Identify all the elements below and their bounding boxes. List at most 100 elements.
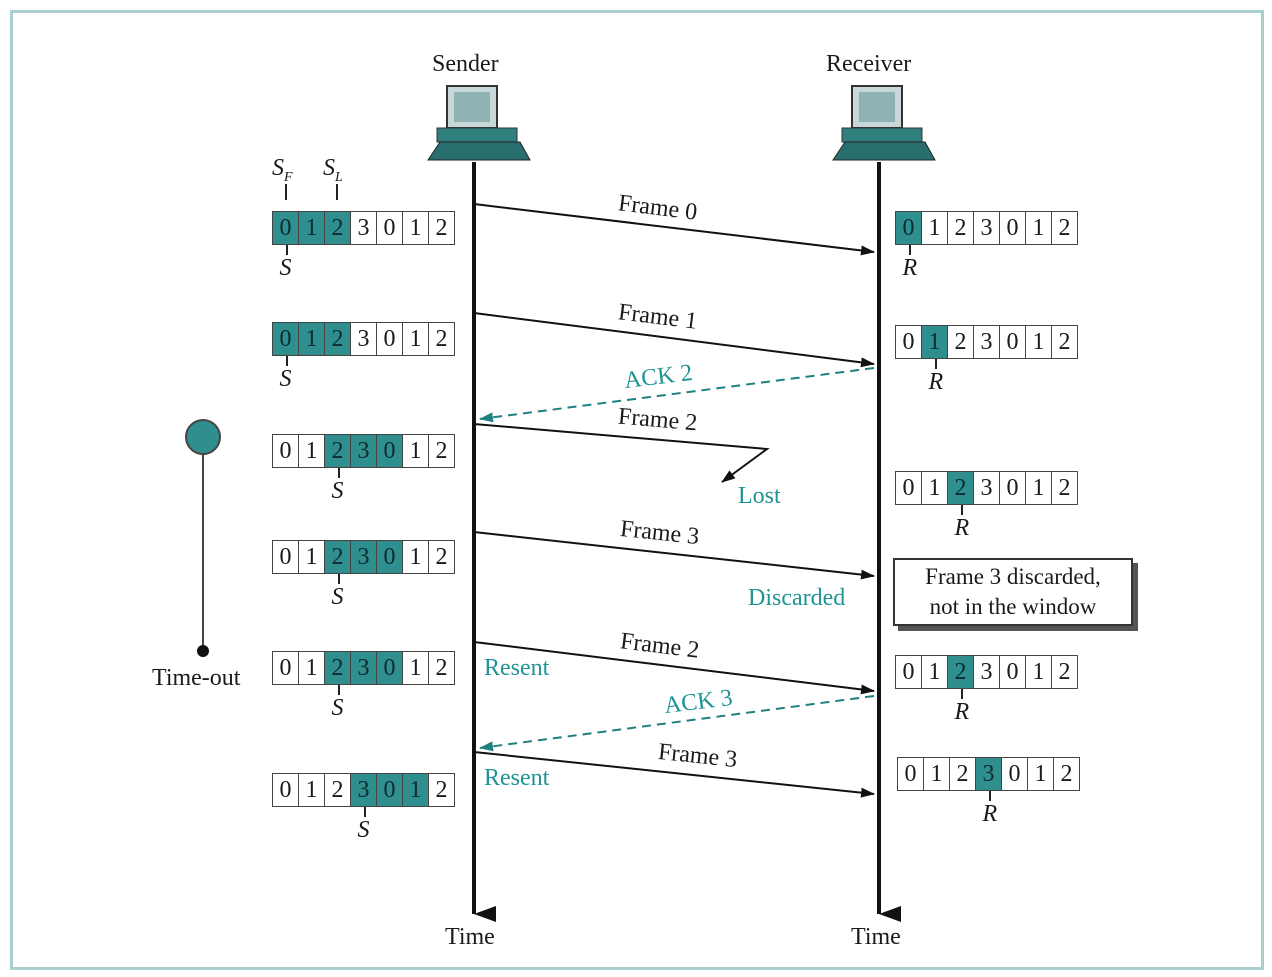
sender-window-cell: 1 <box>298 651 325 685</box>
sender-window-cell: 0 <box>272 322 299 356</box>
lost-label: Lost <box>738 484 781 508</box>
sender-window-cell: 0 <box>272 651 299 685</box>
receiver-pointer-label: R <box>955 700 970 724</box>
sender-pointer-label: S <box>280 256 292 280</box>
receiver-window-cell: 1 <box>921 211 948 245</box>
sender-window-cell: 3 <box>350 540 377 574</box>
sender-window-cell: 1 <box>298 322 325 356</box>
receiver-window-cell: 1 <box>921 471 948 505</box>
sender-window-cell: 3 <box>350 211 377 245</box>
sf-marker: SF <box>272 156 293 185</box>
receiver-pointer-tick <box>989 791 991 801</box>
sender-window-cell: 2 <box>428 434 455 468</box>
sender-pointer-label: S <box>332 479 344 503</box>
resent-label-1: Resent <box>484 656 549 680</box>
receiver-pointer-label: R <box>903 256 918 280</box>
sender-window-cell: 0 <box>272 434 299 468</box>
discard-note: Frame 3 discarded, not in the window <box>893 558 1133 626</box>
sender-pointer-label: S <box>358 818 370 842</box>
sender-window-1: 0123012 <box>273 322 455 356</box>
sender-pointer-tick <box>338 574 340 584</box>
sender-window-cell: 3 <box>350 773 377 807</box>
sender-title: Sender <box>432 52 499 76</box>
receiver-window-cell: 1 <box>1025 471 1052 505</box>
receiver-window-cell: 3 <box>973 211 1000 245</box>
sender-window-cell: 1 <box>402 211 429 245</box>
sender-pointer-label: S <box>280 367 292 391</box>
receiver-title: Receiver <box>826 52 911 76</box>
receiver-window-cell: 1 <box>921 655 948 689</box>
sender-window-cell: 2 <box>324 211 351 245</box>
sl-pointer <box>336 184 338 200</box>
receiver-window-1: 0123012 <box>896 325 1078 359</box>
receiver-pointer-tick <box>961 689 963 699</box>
receiver-window-cell: 3 <box>975 757 1002 791</box>
receiver-pointer-label: R <box>929 370 944 394</box>
discarded-label: Discarded <box>748 586 845 610</box>
sender-pointer-tick <box>338 685 340 695</box>
sender-window-cell: 0 <box>272 540 299 574</box>
sender-pointer-label: S <box>332 585 344 609</box>
sender-window-cell: 2 <box>428 322 455 356</box>
sender-window-cell: 0 <box>272 211 299 245</box>
sender-window-cell: 3 <box>350 434 377 468</box>
sender-window-cell: 1 <box>402 322 429 356</box>
frame2-lost-arrow <box>474 424 767 482</box>
receiver-window-cell: 0 <box>999 655 1026 689</box>
receiver-pointer-label: R <box>983 802 998 826</box>
sender-window-cell: 2 <box>324 322 351 356</box>
sender-window-cell: 2 <box>324 651 351 685</box>
receiver-computer-icon <box>833 86 935 160</box>
sender-window-cell: 1 <box>298 434 325 468</box>
sender-window-cell: 0 <box>376 773 403 807</box>
sender-window-cell: 2 <box>428 773 455 807</box>
sender-window-cell: 2 <box>428 540 455 574</box>
receiver-window-cell: 2 <box>1051 471 1078 505</box>
receiver-window-cell: 0 <box>999 471 1026 505</box>
receiver-pointer-label: R <box>955 516 970 540</box>
receiver-window-cell: 2 <box>1051 325 1078 359</box>
discard-note-line2: not in the window <box>903 592 1123 622</box>
receiver-window-cell: 2 <box>947 325 974 359</box>
sender-window-cell: 1 <box>402 434 429 468</box>
sender-window-cell: 0 <box>272 773 299 807</box>
receiver-window-cell: 0 <box>895 655 922 689</box>
sender-computer-icon <box>428 86 530 160</box>
timeout-label: Time-out <box>152 666 240 690</box>
sender-window-cell: 2 <box>428 211 455 245</box>
receiver-window-cell: 0 <box>999 211 1026 245</box>
receiver-window-cell: 2 <box>1051 211 1078 245</box>
sl-marker: SL <box>323 156 343 185</box>
receiver-pointer-tick <box>961 505 963 515</box>
sender-window-cell: 1 <box>298 211 325 245</box>
sender-window-cell: 2 <box>324 540 351 574</box>
sender-window-cell: 3 <box>350 322 377 356</box>
sender-pointer-tick <box>364 807 366 817</box>
receiver-window-cell: 2 <box>1053 757 1080 791</box>
sender-pointer-tick <box>286 356 288 366</box>
sender-window-cell: 0 <box>376 434 403 468</box>
receiver-window-cell: 1 <box>1025 655 1052 689</box>
sender-window-cell: 2 <box>428 651 455 685</box>
receiver-time-label: Time <box>851 925 901 949</box>
sender-window-cell: 1 <box>402 651 429 685</box>
receiver-window-cell: 1 <box>1025 211 1052 245</box>
receiver-window-cell: 0 <box>999 325 1026 359</box>
receiver-window-cell: 0 <box>1001 757 1028 791</box>
sender-window-cell: 2 <box>324 434 351 468</box>
sender-window-cell: 0 <box>376 322 403 356</box>
sender-window-cell: 1 <box>402 540 429 574</box>
receiver-window-cell: 0 <box>895 471 922 505</box>
sender-pointer-tick <box>338 468 340 478</box>
sender-window-cell: 1 <box>298 540 325 574</box>
receiver-window-cell: 1 <box>921 325 948 359</box>
sf-pointer <box>285 184 287 200</box>
